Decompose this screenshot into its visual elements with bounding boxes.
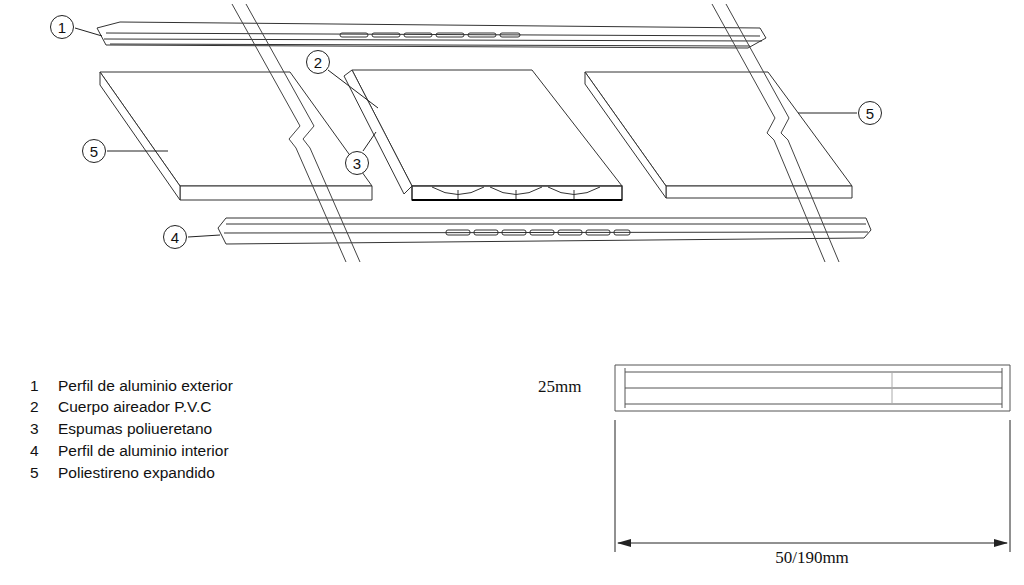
- extension-line: [1010, 420, 1011, 552]
- legend-number: 4: [30, 442, 39, 459]
- callout-number: 4: [171, 230, 179, 245]
- break-line: [232, 4, 346, 262]
- profile-body: [97, 22, 766, 48]
- section-line: [625, 404, 1002, 405]
- leader-line: [188, 235, 220, 237]
- part-name: Perfil de aluminio exterior: [58, 377, 233, 394]
- slot: [468, 33, 496, 37]
- panel-side: [100, 72, 180, 200]
- callout-circle: 3: [345, 151, 369, 175]
- profile-edge: [226, 224, 866, 225]
- leader-line: [75, 28, 102, 36]
- foam-strip: [344, 70, 412, 194]
- leader-line: [328, 70, 378, 108]
- slot: [436, 33, 464, 37]
- callout-number: 2: [314, 55, 322, 70]
- aerator-face: [412, 186, 622, 200]
- profile-body: [218, 218, 871, 244]
- interior-profile: [218, 218, 871, 244]
- polystyrene-panel: [100, 72, 372, 200]
- panel-top: [100, 72, 372, 186]
- leader-line: [798, 113, 857, 114]
- panel-face: [666, 186, 852, 198]
- section-line: [625, 368, 626, 408]
- break-line: [712, 4, 825, 262]
- aerator-body: [344, 70, 622, 200]
- section-line: [625, 372, 1002, 373]
- section-line: [625, 388, 1002, 389]
- part-name: Poliestireno expandido: [58, 464, 215, 481]
- slot: [502, 230, 526, 235]
- legend-number: 1: [30, 377, 39, 394]
- callout-circle: 2: [306, 50, 330, 74]
- arrowhead: [617, 539, 631, 547]
- legend-number: 2: [30, 398, 39, 415]
- dimension-label: 50/190mm: [773, 549, 851, 568]
- callout-number: 5: [866, 106, 874, 121]
- section-outline: [615, 365, 1010, 411]
- slot: [404, 33, 432, 37]
- polystyrene-panel: [585, 72, 852, 198]
- callout-circle: 5: [858, 101, 882, 125]
- legend-number: 3: [30, 420, 39, 437]
- profile-edge: [106, 33, 760, 36]
- callout-number: 3: [353, 156, 361, 171]
- slot: [474, 230, 498, 235]
- section-line: [1002, 368, 1003, 408]
- break-line: [726, 4, 839, 262]
- section-line: [892, 372, 893, 404]
- part-name: Cuerpo aireador P.V.C: [58, 398, 211, 415]
- slot: [614, 230, 630, 235]
- slot: [340, 33, 368, 37]
- part-name: Espumas poliueretano: [58, 420, 212, 437]
- arrowhead: [994, 539, 1008, 547]
- profile-edge: [224, 232, 868, 233]
- callout-circle: 5: [82, 139, 106, 163]
- slot: [558, 230, 582, 235]
- profile-edge: [110, 44, 750, 46]
- callout-circle: 4: [163, 225, 187, 249]
- legend-number: 5: [30, 464, 39, 481]
- callout-circle: 1: [50, 15, 74, 39]
- extension-line: [615, 420, 616, 552]
- slot: [372, 33, 400, 37]
- aerator-ribs: [458, 190, 574, 199]
- profile-edge: [104, 39, 762, 41]
- slot: [446, 230, 470, 235]
- slot: [586, 230, 610, 235]
- callout-number: 1: [58, 20, 66, 35]
- dimension-line: [618, 543, 1007, 544]
- callout-number: 5: [90, 144, 98, 159]
- panel-face: [180, 186, 372, 200]
- dimension-label: 25mm: [538, 378, 581, 397]
- profile-slots: [340, 33, 520, 37]
- slot: [500, 33, 520, 37]
- leader-lines: [75, 28, 857, 237]
- exterior-profile: [97, 22, 766, 48]
- aerator-base: [412, 199, 622, 201]
- panel-side: [585, 72, 666, 198]
- leader-line: [363, 132, 376, 151]
- profile-slots: [446, 230, 630, 235]
- section-detail: [615, 365, 1010, 552]
- slot: [530, 230, 554, 235]
- leader-line: [107, 151, 168, 152]
- break-lines: [232, 4, 839, 262]
- break-line: [246, 4, 360, 262]
- part-name: Perfil de aluminio interior: [58, 442, 229, 459]
